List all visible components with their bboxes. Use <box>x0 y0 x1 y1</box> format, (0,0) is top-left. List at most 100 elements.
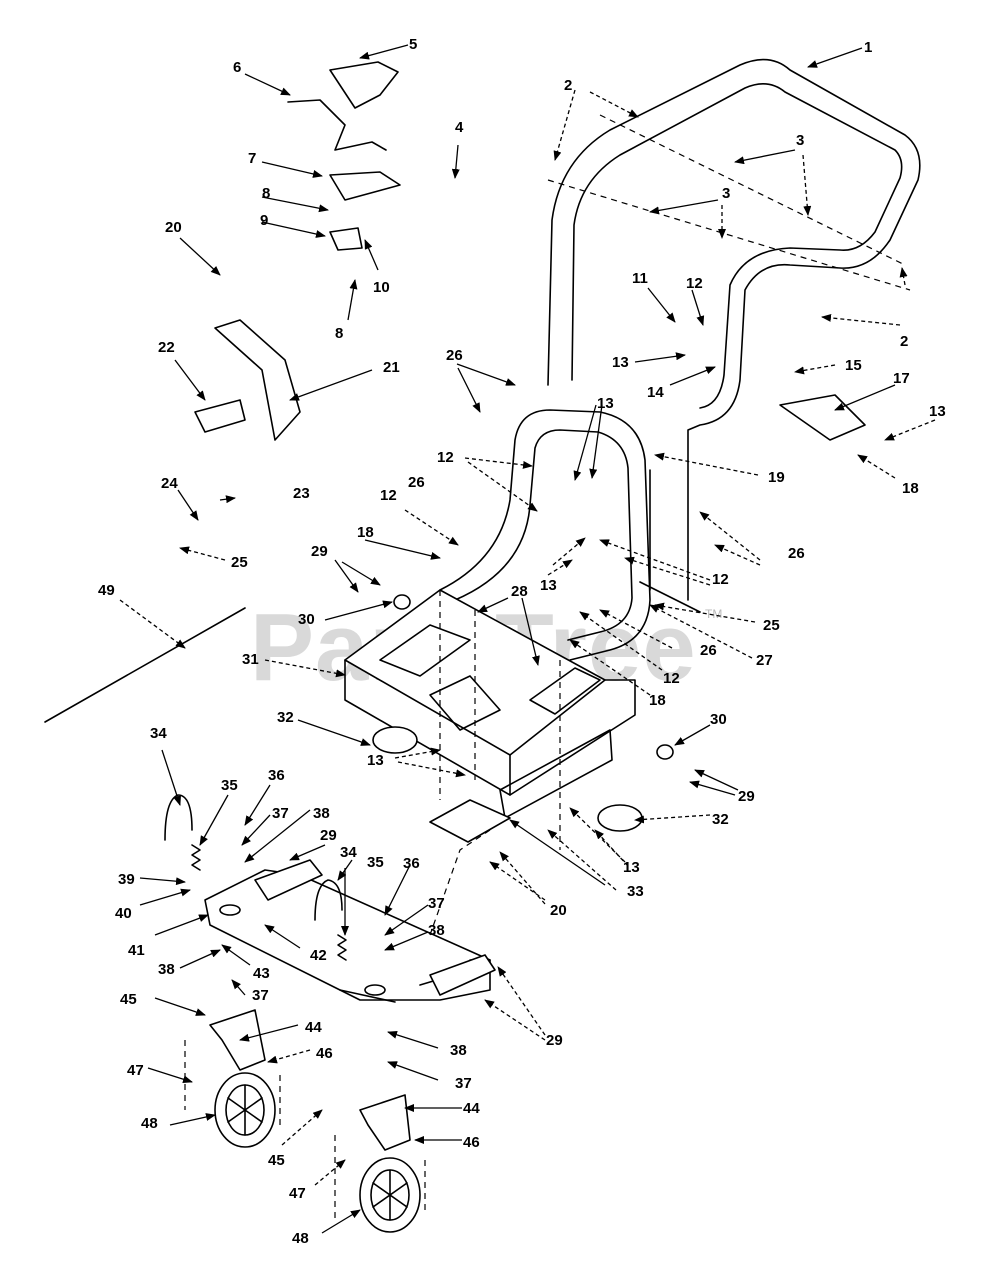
wheel-right <box>359 1157 421 1233</box>
callout-13-repeat-a: 13 <box>597 395 614 412</box>
callout-12: 12 <box>686 275 703 292</box>
callout-32-repeat: 32 <box>712 811 729 828</box>
callout-38-repeat-c: 38 <box>450 1042 467 1059</box>
callout-30-repeat: 30 <box>710 711 727 728</box>
nut-30-right <box>656 744 674 760</box>
callout-12-repeat-b: 12 <box>380 487 397 504</box>
callout-31: 31 <box>242 651 259 668</box>
callout-3: 3 <box>796 132 804 149</box>
callout-12-repeat-c: 12 <box>712 571 729 588</box>
callout-46-repeat: 46 <box>463 1134 480 1151</box>
callout-29: 29 <box>311 543 328 560</box>
callout-39: 39 <box>118 871 135 888</box>
callout-49: 49 <box>98 582 115 599</box>
callout-11: 11 <box>632 270 648 287</box>
callout-47-repeat: 47 <box>289 1185 306 1202</box>
callout-45: 45 <box>120 991 137 1008</box>
callout-19: 19 <box>768 469 785 486</box>
callout-29-repeat-b: 29 <box>320 827 337 844</box>
pin-34-right <box>314 879 343 921</box>
bracket-7 <box>329 171 401 201</box>
caster-yoke-left <box>209 1009 266 1071</box>
caster-yoke-right <box>359 1094 411 1151</box>
grip-17 <box>779 394 866 441</box>
callout-35-repeat: 35 <box>367 854 384 871</box>
callout-3-repeat: 3 <box>722 185 730 202</box>
callout-26: 26 <box>446 347 463 364</box>
callout-48: 48 <box>141 1115 158 1132</box>
callout-29-repeat-a: 29 <box>738 788 755 805</box>
control-lever-6 <box>287 99 387 151</box>
callout-12-repeat-a: 12 <box>437 449 454 466</box>
pin-34-left <box>164 794 193 841</box>
callout-30: 30 <box>298 611 315 628</box>
callout-40: 40 <box>115 905 132 922</box>
bracket-22 <box>194 399 246 433</box>
callout-36-repeat: 36 <box>403 855 420 872</box>
callout-43: 43 <box>253 965 270 982</box>
callout-34: 34 <box>150 725 167 742</box>
callout-26-repeat-a: 26 <box>408 474 425 491</box>
callout-8-repeat: 8 <box>335 325 343 342</box>
callout-37-repeat-a: 37 <box>428 895 445 912</box>
callout-20-repeat: 20 <box>550 902 567 919</box>
callout-38-repeat-a: 38 <box>428 922 445 939</box>
callout-38-repeat-b: 38 <box>158 961 175 978</box>
callout-37-repeat-c: 37 <box>455 1075 472 1092</box>
callout-1: 1 <box>864 39 872 56</box>
callout-labels: 1 2 3 4 5 6 7 8 9 10 11 12 13 14 15 17 1… <box>98 36 946 1247</box>
callout-29-repeat-c: 29 <box>546 1032 563 1049</box>
callout-44: 44 <box>305 1019 322 1036</box>
callout-18-repeat-b: 18 <box>649 692 666 709</box>
cable-49 <box>44 607 246 723</box>
callout-27: 27 <box>756 652 773 669</box>
bearing-32-right <box>597 804 643 832</box>
callout-12-repeat-d: 12 <box>663 670 680 687</box>
callout-45-repeat: 45 <box>268 1152 285 1169</box>
upper-handle <box>547 58 921 601</box>
callout-2: 2 <box>564 77 572 94</box>
callout-47: 47 <box>127 1062 144 1079</box>
callout-13-repeat-b: 13 <box>929 403 946 420</box>
callout-14: 14 <box>647 384 664 401</box>
bearing-32-left <box>372 726 418 754</box>
watermark-trademark: TM <box>705 607 722 621</box>
callout-28: 28 <box>511 583 528 600</box>
wheel-left <box>214 1072 276 1148</box>
callout-6: 6 <box>233 59 241 76</box>
callout-13: 13 <box>612 354 629 371</box>
callout-5: 5 <box>409 36 417 53</box>
callout-18-repeat: 18 <box>357 524 374 541</box>
callout-42: 42 <box>310 947 327 964</box>
plate-33 <box>429 799 511 843</box>
callout-23: 23 <box>293 485 310 502</box>
shield-21 <box>214 319 301 441</box>
callout-41: 41 <box>128 942 145 959</box>
callout-21: 21 <box>383 359 400 376</box>
callout-13-repeat-c: 13 <box>540 577 557 594</box>
lower-handle <box>439 409 701 661</box>
callout-33: 33 <box>627 883 644 900</box>
callout-7: 7 <box>248 150 256 167</box>
callout-8: 8 <box>262 185 270 202</box>
callout-37-repeat-b: 37 <box>252 987 269 1004</box>
callout-46: 46 <box>316 1045 333 1062</box>
callout-10: 10 <box>373 279 390 296</box>
callout-48-repeat: 48 <box>292 1230 309 1247</box>
control-bracket-5 <box>329 61 399 109</box>
callout-38: 38 <box>313 805 330 822</box>
callout-26-repeat-c: 26 <box>700 642 717 659</box>
callout-22: 22 <box>158 339 175 356</box>
callout-18: 18 <box>902 480 919 497</box>
callout-24: 24 <box>161 475 178 492</box>
callout-26-repeat-b: 26 <box>788 545 805 562</box>
spring-35-right <box>337 934 347 961</box>
callout-32: 32 <box>277 709 294 726</box>
callout-13-repeat-e: 13 <box>623 859 640 876</box>
callout-44-repeat: 44 <box>463 1100 480 1117</box>
callout-25-repeat: 25 <box>763 617 780 634</box>
callout-15: 15 <box>845 357 862 374</box>
callout-17: 17 <box>893 370 910 387</box>
callout-37: 37 <box>272 805 289 822</box>
